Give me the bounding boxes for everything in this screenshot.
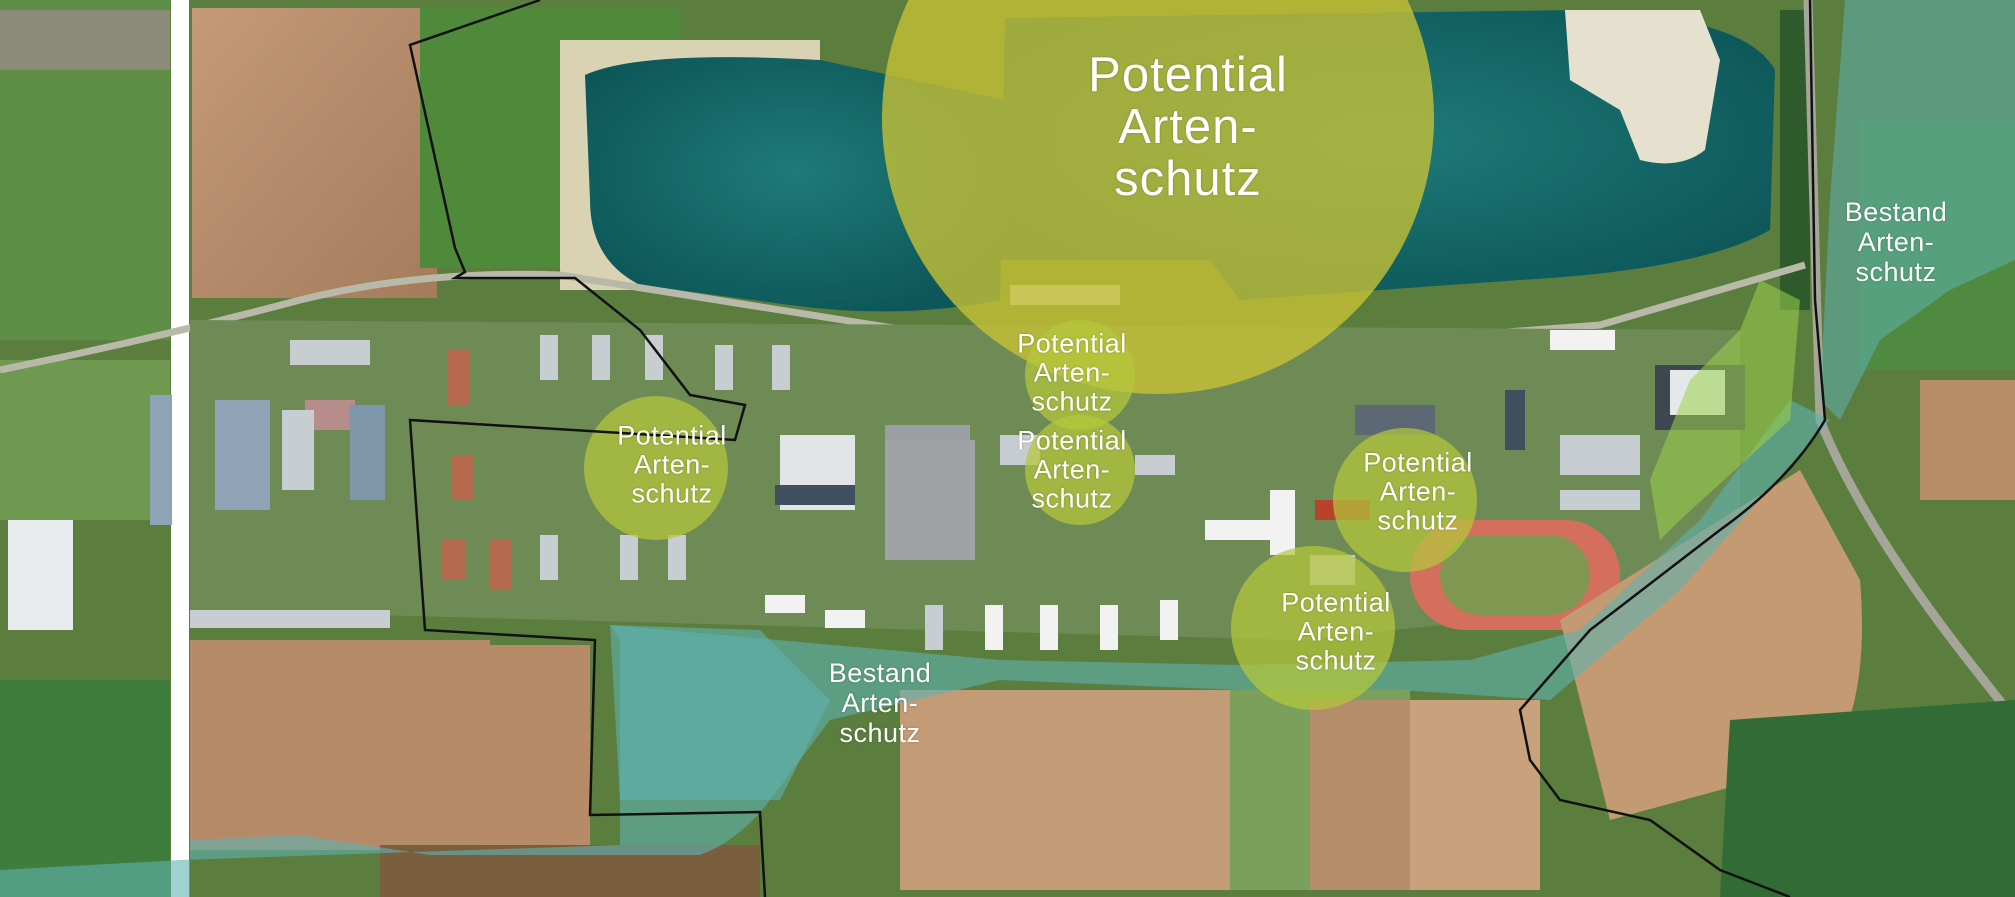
- field-left-bottom: [0, 680, 170, 897]
- quarry: [1565, 10, 1720, 164]
- label-line: schutz: [631, 478, 713, 509]
- label-line: Arten-: [1857, 227, 1935, 257]
- label-line: schutz: [1031, 386, 1113, 417]
- bestand-zone-east-green: [1650, 280, 1800, 540]
- field-left-low: [0, 360, 170, 520]
- field-south-1: [190, 640, 490, 850]
- potential-zone-center-upper: [1025, 320, 1135, 430]
- label-line: schutz: [1114, 152, 1262, 206]
- label-potential-bottom: Potential Arten- schutz: [1281, 587, 1391, 676]
- warehouse-left: [8, 520, 73, 630]
- label-line: Arten-: [1379, 476, 1457, 507]
- label-potential-center-upper: Potential Arten- schutz: [1017, 328, 1127, 417]
- label-bestand-south: Bestand Arten- schutz: [829, 658, 932, 748]
- label-line: Arten-: [1033, 454, 1111, 485]
- label-line: Arten-: [841, 688, 919, 718]
- potential-zone-bottom: [1231, 546, 1395, 710]
- label-line: Arten-: [1033, 357, 1111, 388]
- label-potential-center-lower: Potential Arten- schutz: [1017, 425, 1127, 514]
- label-line: schutz: [1855, 257, 1937, 287]
- potential-zone-center-lower: [1025, 415, 1135, 525]
- label-line: Potential: [1088, 48, 1288, 102]
- label-line: schutz: [1031, 483, 1113, 514]
- label-line: schutz: [1377, 505, 1459, 536]
- label-potential-right: Potential Arten- schutz: [1363, 447, 1473, 536]
- field-east-2: [1920, 380, 2015, 500]
- separator-bar: [171, 0, 189, 897]
- label-line: Potential: [1363, 447, 1473, 478]
- label-line: Potential: [1281, 587, 1391, 618]
- label-potential-top: Potential Arten- schutz: [1088, 49, 1288, 205]
- label-line: Potential: [617, 420, 727, 451]
- main-road: [0, 261, 1806, 374]
- bestand-zone-southwest: [610, 625, 830, 800]
- forest-east: [1780, 10, 1810, 310]
- label-line: schutz: [839, 718, 921, 748]
- label-line: Potential: [1017, 425, 1127, 456]
- label-line: Arten-: [1118, 100, 1258, 154]
- property-boundary: [408, 0, 1827, 897]
- potential-zone-right: [1333, 428, 1477, 572]
- label-bestand-east: Bestand Arten- schutz: [1845, 197, 1948, 287]
- label-line: Potential: [1017, 328, 1127, 359]
- label-line: Arten-: [1297, 616, 1375, 647]
- label-line: Bestand: [1844, 197, 1948, 227]
- label-line: Arten-: [633, 449, 711, 480]
- railway-left: [0, 10, 170, 70]
- field-south-6: [1310, 700, 1410, 890]
- label-line: Bestand: [828, 658, 932, 688]
- label-line: schutz: [1295, 645, 1377, 676]
- potential-zone-top: [882, 0, 1434, 394]
- field-south-5: [1410, 700, 1540, 890]
- sports-field: [1440, 535, 1590, 615]
- highway-east: [1803, 0, 2015, 723]
- parade-ground: [885, 440, 975, 560]
- field-northwest: [192, 8, 437, 298]
- field-east-3: [1720, 700, 2015, 897]
- field-south-3: [900, 690, 1230, 890]
- bestand-zone-east: [1820, 0, 2015, 420]
- field-south-2: [480, 645, 590, 845]
- label-potential-left: Potential Arten- schutz: [617, 420, 727, 509]
